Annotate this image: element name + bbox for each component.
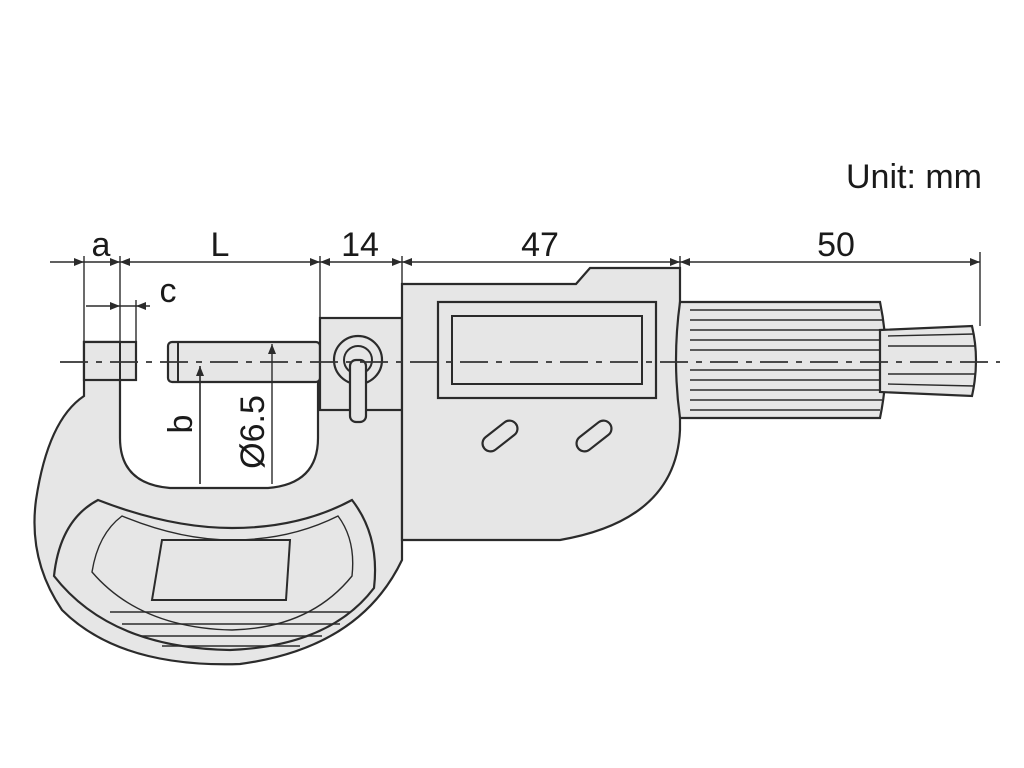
zero-button xyxy=(575,419,613,453)
dimension-label-diameter: Ø6.5 xyxy=(234,395,272,469)
b-arrow xyxy=(196,366,204,376)
mode-button xyxy=(481,419,519,453)
dimension-label-l: L xyxy=(211,226,230,264)
c-arrow xyxy=(110,302,120,310)
dimension-label-a: a xyxy=(92,226,111,264)
diameter-arrow xyxy=(268,344,276,354)
dimension-label-47: 47 xyxy=(521,226,559,264)
frame-grip-window xyxy=(150,539,292,601)
dimension-label-14: 14 xyxy=(341,226,379,264)
dimension-label-50: 50 xyxy=(817,226,855,264)
dimension-label-b: b xyxy=(162,415,200,434)
lcd-screen-inner xyxy=(451,315,643,385)
lock-lever xyxy=(348,358,368,424)
anvil xyxy=(82,340,138,382)
unit-label: Unit: mm xyxy=(846,158,982,196)
frame-grip-inset xyxy=(91,515,354,631)
ratchet-stop xyxy=(878,324,978,398)
lcd-screen-outer xyxy=(436,300,658,400)
c-arrow xyxy=(136,302,146,310)
ratchet-knurling xyxy=(887,333,976,387)
dimension-arrows xyxy=(74,258,980,266)
thimble-knurling xyxy=(690,309,886,411)
dimension-label-c: c xyxy=(160,272,177,310)
